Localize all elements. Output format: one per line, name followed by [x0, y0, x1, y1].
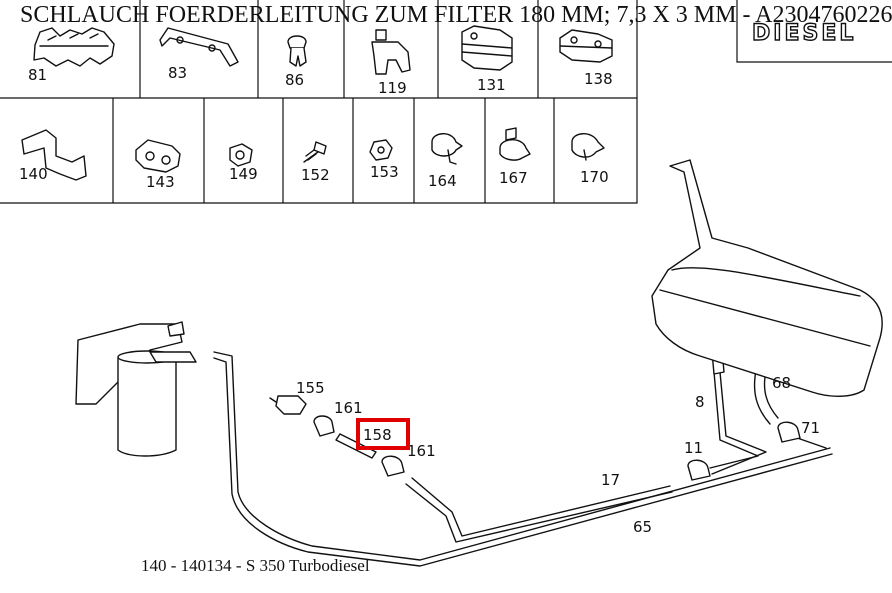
callout-71: 71	[801, 419, 820, 437]
part-thumb-167[interactable]	[499, 127, 531, 161]
part-thumb-119[interactable]	[371, 29, 411, 75]
part-thumb-131[interactable]	[461, 25, 513, 71]
part-thumb-153[interactable]	[369, 139, 393, 161]
part-thumb-138[interactable]	[559, 29, 613, 63]
assembly-drawing: 155 161 161 17 8 68 71 11 65 158	[75, 159, 883, 567]
callout-17: 17	[601, 471, 620, 489]
clip-71[interactable]	[777, 421, 801, 443]
callout-8: 8	[695, 393, 705, 411]
model-footer: 140 - 140134 - S 350 Turbodiesel	[141, 556, 370, 575]
part-label-131: 131	[477, 76, 506, 94]
part-thumb-170[interactable]	[571, 133, 605, 161]
part-thumb-140[interactable]	[21, 129, 87, 181]
parts-grid-row-1: 81 83 86 119 131 138	[0, 0, 638, 204]
part-thumb-83[interactable]	[159, 27, 239, 67]
fuel-line-8-17[interactable]	[405, 349, 767, 543]
part-label-81: 81	[28, 66, 47, 84]
parts-grid-row-2: 140 143 149 152 153 164 167 170	[19, 98, 609, 203]
part-label-143: 143	[146, 173, 175, 191]
part-161-lower[interactable]	[381, 455, 405, 477]
part-thumb-86[interactable]	[287, 35, 307, 67]
diesel-logo: DIESEL	[736, 0, 892, 63]
part-thumb-164[interactable]	[431, 133, 463, 165]
part-thumb-81[interactable]	[33, 27, 115, 67]
part-label-119: 119	[378, 79, 407, 97]
clip-11[interactable]	[687, 459, 711, 481]
fuel-tank[interactable]	[651, 159, 883, 397]
part-thumb-152[interactable]	[303, 141, 327, 163]
diesel-logo-text: DIESEL	[752, 21, 856, 46]
callout-11: 11	[684, 439, 703, 457]
part-label-153: 153	[370, 163, 399, 181]
callout-155: 155	[296, 379, 325, 397]
part-label-152: 152	[301, 166, 330, 184]
part-label-149: 149	[229, 165, 258, 183]
part-label-83: 83	[168, 64, 187, 82]
part-155[interactable]	[269, 395, 307, 415]
part-thumb-149[interactable]	[229, 143, 253, 167]
part-label-140: 140	[19, 165, 48, 183]
highlight-box	[356, 418, 410, 450]
highlight-158[interactable]: 158	[356, 418, 410, 450]
page-title: SCHLAUCH FOERDERLEITUNG ZUM FILTER 180 M…	[20, 2, 892, 28]
part-label-164: 164	[428, 172, 457, 190]
callout-161-upper: 161	[334, 399, 363, 417]
part-thumb-143[interactable]	[135, 139, 181, 173]
callout-161-lower: 161	[407, 442, 436, 460]
part-label-86: 86	[285, 71, 304, 89]
callout-68: 68	[772, 374, 791, 392]
part-label-167: 167	[499, 169, 528, 187]
fuel-filter[interactable]	[75, 321, 197, 457]
part-label-138: 138	[584, 70, 613, 88]
part-label-170: 170	[580, 168, 609, 186]
callout-65: 65	[633, 518, 652, 536]
highlight-label-158: 158	[363, 426, 392, 444]
part-161-upper[interactable]	[313, 415, 335, 437]
